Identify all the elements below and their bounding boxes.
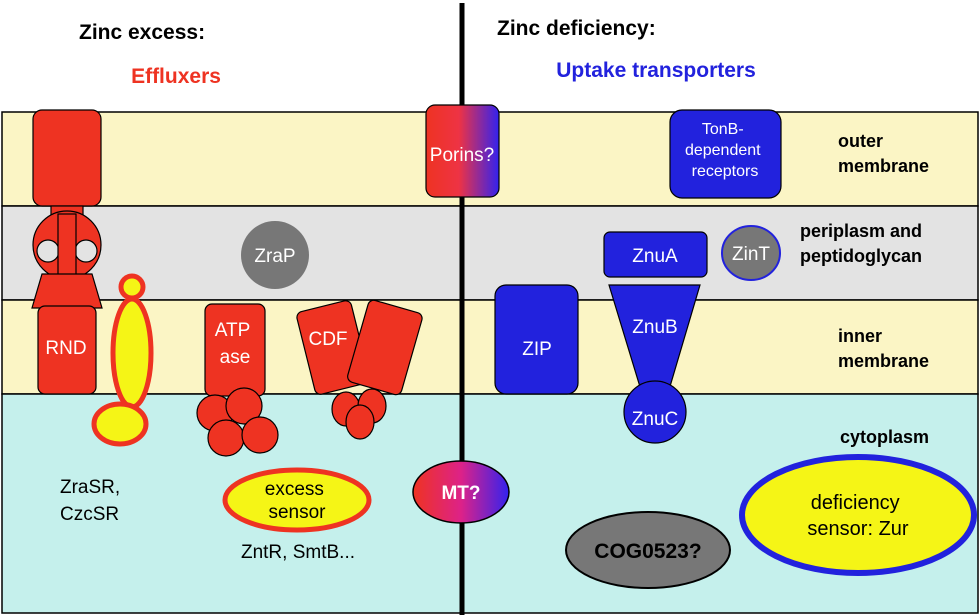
label-periplasm: periplasm and peptidoglycan (800, 221, 927, 266)
znua-protein (603, 231, 708, 278)
rnd-ring-hole-left (36, 239, 60, 263)
cdf-label: CDF (308, 329, 347, 350)
sensor-membrane-body (110, 296, 154, 410)
deficiency-sensor-label: deficiency sensor: Zur (807, 492, 908, 540)
label-inner-membrane: inner membrane (838, 326, 929, 371)
excess-regulators-label: ZntR, SmtB... (241, 542, 355, 563)
cog0523-label: COG0523? (594, 540, 701, 563)
zip-transporter (494, 284, 579, 395)
rnd-ring-hole-right (74, 239, 98, 263)
rnd-outer-channel (32, 109, 102, 207)
zrap-label: ZraP (254, 246, 295, 267)
atpase-cytoplasmic-lobe-4 (241, 416, 279, 454)
porin-channel (425, 104, 500, 198)
label-outer-membrane: outer membrane (838, 131, 929, 176)
rnd-cone (31, 273, 103, 309)
zint-protein (721, 225, 781, 281)
label-cytoplasm: cytoplasm (840, 427, 929, 447)
zrap-protein (241, 221, 309, 289)
excess-sensor-label: excess sensor (265, 479, 329, 523)
cdf-transporter (296, 299, 423, 440)
porin-label: Porins? (430, 145, 494, 166)
cdf-monomer-right (347, 299, 423, 396)
sensor-cytoplasmic-domain (91, 401, 149, 447)
tonb-receptor (669, 109, 782, 199)
atpase-label: ATP ase (215, 320, 255, 368)
rnd-ring-core (57, 213, 77, 279)
heading-zinc-excess: Zinc excess: (79, 21, 205, 44)
cdf-cytoplasmic-lobe-3 (345, 404, 375, 440)
heading-zinc-deficiency: Zinc deficiency: (497, 17, 656, 40)
cog0523-protein (565, 511, 731, 589)
metallothionein-label: MT? (441, 483, 480, 504)
inner-membrane-band (1, 299, 979, 395)
zip-label: ZIP (522, 339, 552, 360)
znua-label: ZnuA (632, 246, 678, 267)
znuc-atpase (623, 380, 687, 444)
znub-label: ZnuB (632, 317, 677, 338)
tonb-label: TonB- dependent receptors (685, 121, 765, 180)
two-component-sensor (91, 273, 154, 447)
periplasm-band (1, 205, 979, 301)
znuc-label: ZnuC (632, 409, 678, 430)
sensor-periplasmic-knob (118, 273, 146, 301)
heading-effluxers: Effluxers (131, 65, 221, 88)
atpase-cytoplasmic-lobe-3 (207, 419, 245, 457)
heading-uptake-transporters: Uptake transporters (556, 59, 756, 82)
deficiency-sensor (739, 454, 977, 576)
rnd-pump (31, 109, 103, 395)
rnd-label: RND (45, 338, 86, 359)
two-component-label: ZraSR, CzcSR (60, 477, 125, 525)
metallothionein (412, 460, 510, 524)
rnd-inner-body (37, 305, 97, 395)
zint-label: ZinT (732, 244, 770, 265)
atpase-cytoplasmic-lobe-2 (225, 387, 263, 425)
atpase-transporter (196, 303, 279, 457)
excess-sensor (222, 467, 372, 533)
